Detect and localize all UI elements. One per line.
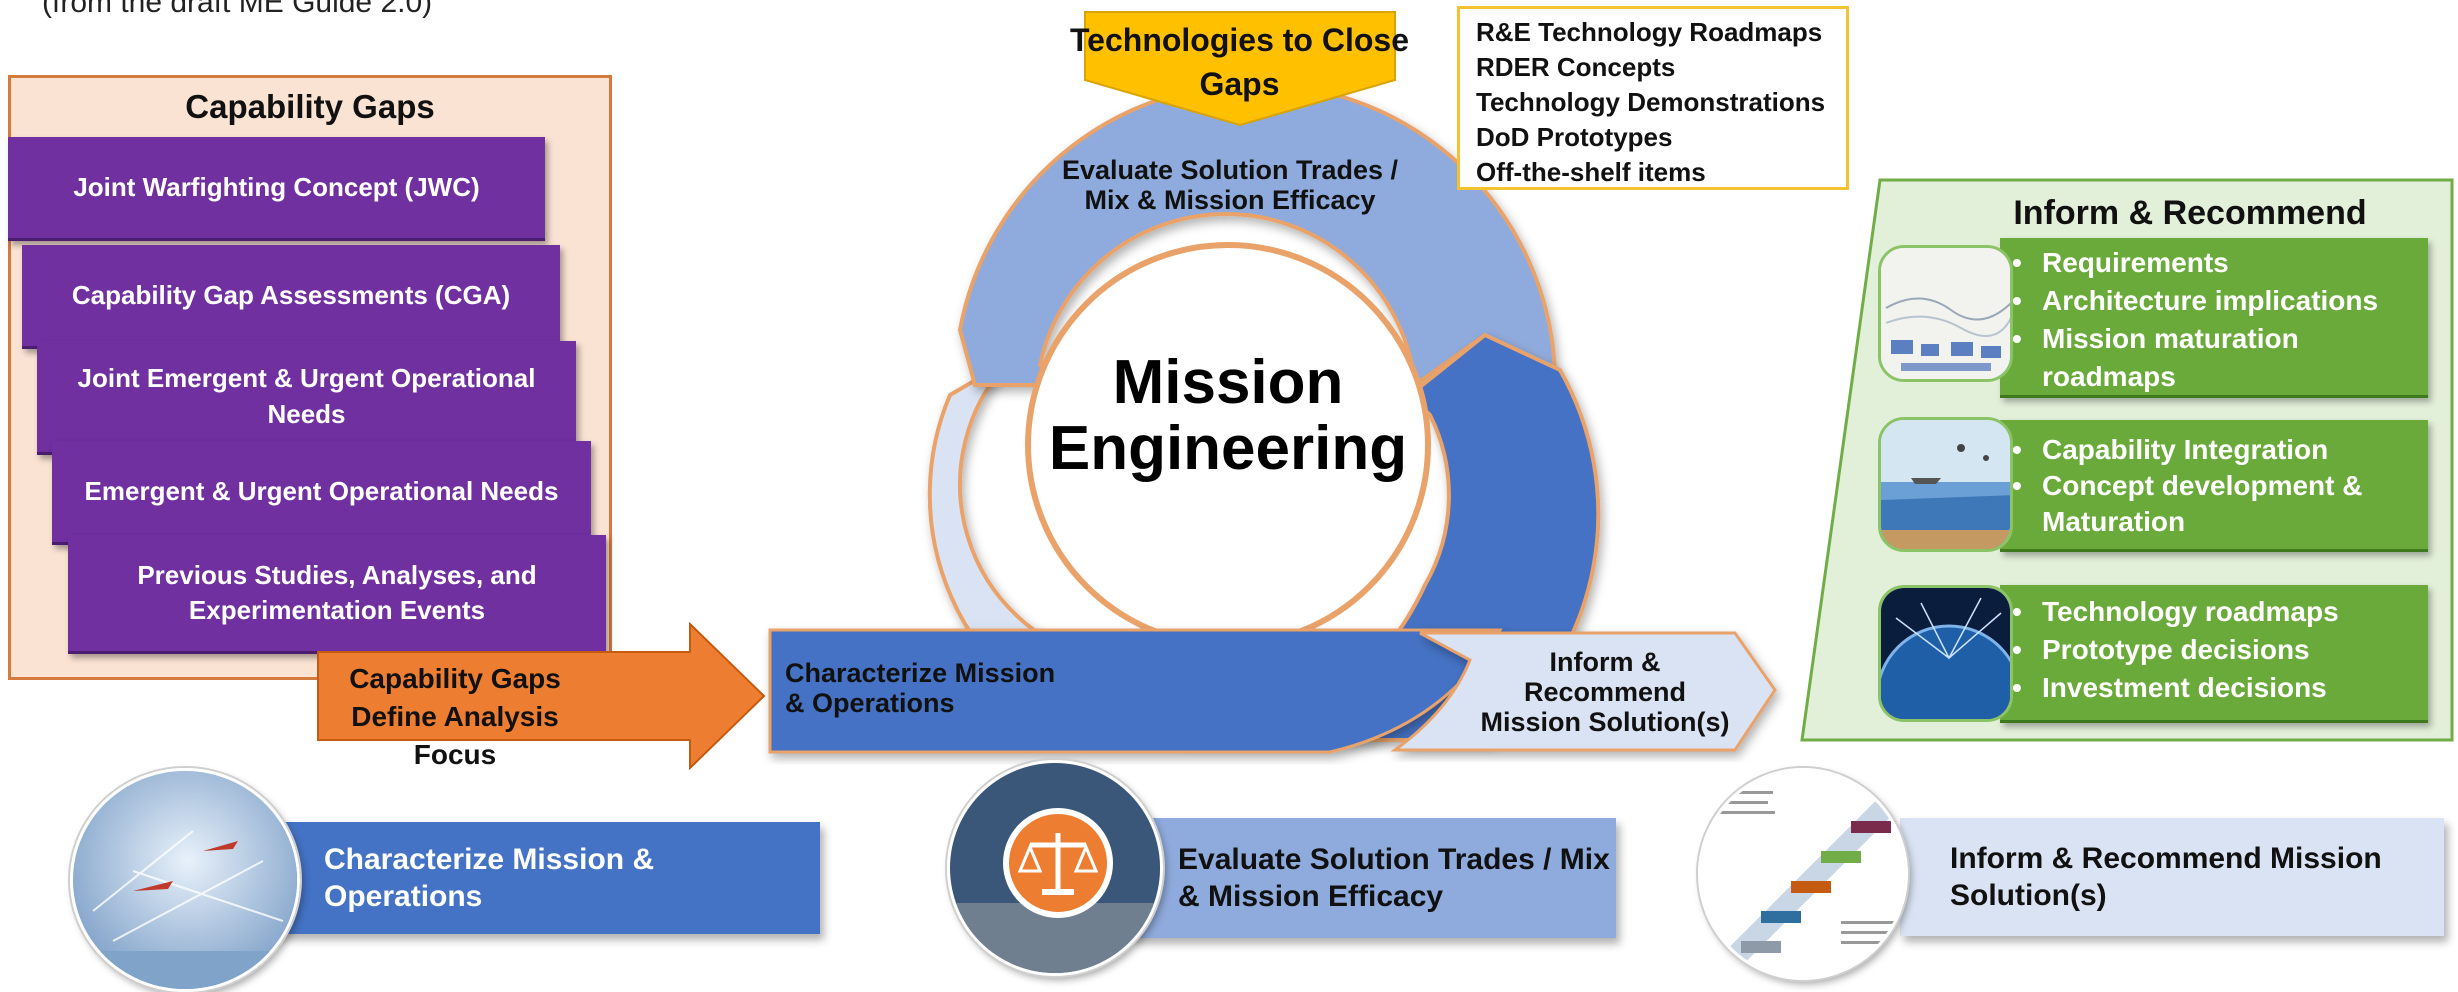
recommend-bullet: Investment decisions [2012, 669, 2418, 707]
bottom-bar-evaluate: Evaluate Solution Trades / Mix & Mission… [1130, 818, 1616, 938]
gaps-arrow-shape [317, 622, 766, 770]
tech-item: DoD Prototypes [1476, 122, 1673, 152]
recommend-bullet: Mission maturation roadmaps [2012, 320, 2418, 396]
benefits-diagram-image [1698, 768, 1908, 980]
characterize-bar-label: Characterize Mission & Operations [785, 658, 1085, 718]
scales-of-justice-image [947, 760, 1163, 976]
tech-item: RDER Concepts [1476, 52, 1676, 82]
mission-engineering-title: Mission Engineering [1028, 350, 1428, 482]
gap-card-cga: Capability Gap Assessments (CGA) [22, 245, 560, 349]
recommend-group-1: Requirements Architecture implications M… [2000, 238, 2428, 398]
recommend-group-3: Technology roadmaps Prototype decisions … [2000, 585, 2428, 723]
bottom-bar-inform: Inform & Recommend Mission Solution(s) [1900, 818, 2444, 936]
mission-engineering-cycle [768, 11, 1777, 754]
top-arc-line-1: Evaluate Solution Trades / [1061, 155, 1399, 185]
exit-line-1: Inform & [1549, 647, 1661, 677]
technologies-arrow-label: Technologies to Close Gaps [1070, 22, 1409, 102]
mission-engineering-line-1: Mission [1112, 348, 1344, 417]
characterize-line-1: Characterize Mission [785, 658, 1056, 688]
capability-gaps-title: Capability Gaps [185, 88, 435, 125]
architecture-map-image [1878, 245, 2013, 382]
gap-card-label: Joint Emergent & Urgent Operational Need… [77, 363, 536, 429]
exit-line-2: Recommend [1523, 677, 1687, 707]
exit-line-3: Mission Solution(s) [1480, 707, 1730, 737]
gap-card-joint-eoun: Joint Emergent & Urgent Operational Need… [37, 341, 576, 455]
ocean-operations-image [1878, 417, 2013, 552]
recommend-bullet: Prototype decisions [2012, 631, 2418, 669]
gap-card-eoun: Emergent & Urgent Operational Needs [52, 441, 591, 545]
satellite-network-image [1878, 585, 2013, 722]
technologies-list: R&E Technology Roadmaps RDER Concepts Te… [1457, 6, 1849, 190]
aircraft-mission-image [70, 768, 300, 992]
inform-recommend-title: Inform & Recommend [2013, 194, 2367, 232]
exit-arrow-label: Inform & Recommend Mission Solution(s) [1470, 647, 1740, 737]
gap-card-label: Joint Warfighting Concept (JWC) [73, 171, 480, 202]
recommend-bullet: Architecture implications [2012, 282, 2418, 320]
tech-item: R&E Technology Roadmaps [1476, 17, 1823, 47]
characterize-line-2: & Operations [785, 688, 955, 718]
source-caption: (from the draft ME Guide 2.0) [42, 0, 433, 19]
bottom-bar-label: Characterize Mission & Operations [324, 842, 655, 914]
cycle-arc-mid [957, 81, 1558, 389]
gap-card-jwc: Joint Warfighting Concept (JWC) [8, 137, 545, 241]
gap-card-previous-studies: Previous Studies, Analyses, and Experime… [68, 535, 606, 654]
recommend-group-2: Capability Integration Concept developme… [2000, 420, 2428, 552]
gap-card-label: Previous Studies, Analyses, and Experime… [137, 559, 537, 625]
tech-item: Off-the-shelf items [1476, 157, 1706, 187]
inform-exit-arrow [1390, 631, 1777, 752]
top-arc-label: Evaluate Solution Trades / Mix & Mission… [1040, 155, 1420, 215]
tech-item: Technology Demonstrations [1476, 87, 1826, 117]
bottom-bar-label: Inform & Recommend Mission Solution(s) [1950, 841, 2382, 913]
bottom-bar-characterize: Characterize Mission & Operations [268, 822, 820, 934]
gap-card-label: Emergent & Urgent Operational Needs [84, 475, 559, 506]
recommend-bullet: Concept development & Maturation [2012, 468, 2418, 540]
recommend-bullet: Capability Integration [2012, 432, 2418, 468]
gap-card-label: Capability Gap Assessments (CGA) [71, 279, 511, 310]
recommend-bullet: Requirements [2012, 244, 2418, 282]
technologies-arrow [1084, 11, 1396, 127]
bottom-bar-label: Evaluate Solution Trades / Mix & Mission… [1178, 842, 1610, 914]
recommend-bullet: Technology roadmaps [2012, 593, 2418, 631]
gaps-arrow-label: Capability Gaps Define Analysis Focus [349, 663, 561, 770]
top-arc-line-2: Mix & Mission Efficacy [1084, 185, 1376, 215]
mission-engineering-line-2: Engineering [1048, 414, 1408, 483]
